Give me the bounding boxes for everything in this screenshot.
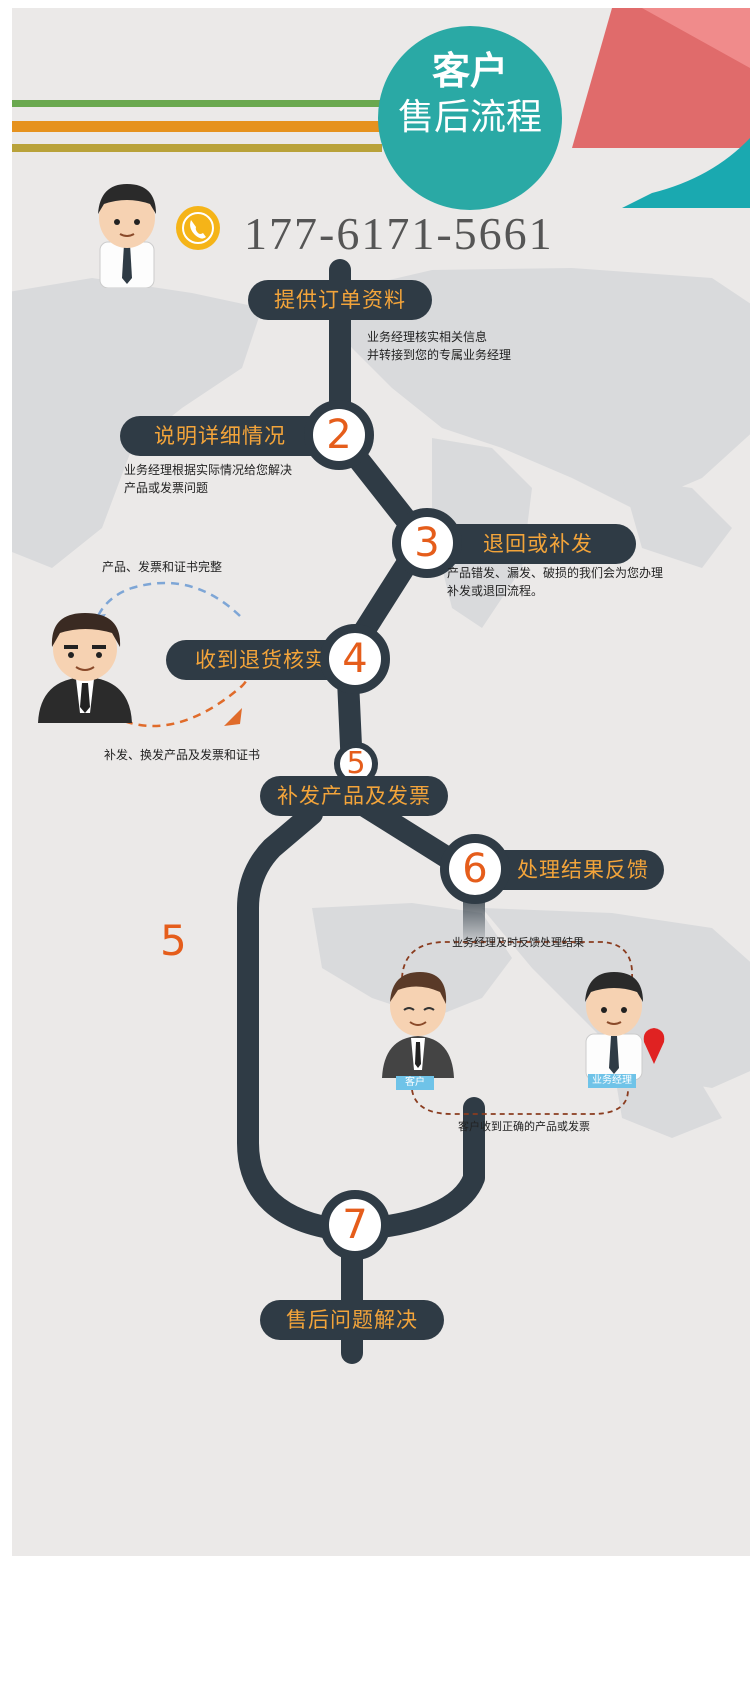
teal-wave <box>622 138 750 208</box>
olive-stripe <box>12 144 382 152</box>
customer-avatar-feedback <box>382 972 454 1078</box>
step-4-number: 4 <box>320 624 390 694</box>
step-3-note-line2: 补发或退回流程。 <box>447 584 544 598</box>
step-5-label: 补发产品及发票 <box>260 776 448 816</box>
step-1-note-line1: 业务经理核实相关信息 <box>367 330 488 344</box>
feedback-bottom-text: 客户收到正确的产品或发票 <box>458 1120 590 1133</box>
title-line1: 客户 <box>431 49 508 93</box>
phone-number[interactable]: 177-6171-5661 <box>244 208 554 259</box>
step-1-label: 提供订单资料 <box>248 280 432 320</box>
header-decoration <box>12 8 750 210</box>
loop-bottom-text: 补发、换发产品及发票和证书 <box>104 748 261 762</box>
step-2-note: 业务经理根据实际情况给您解决 产品或发票问题 <box>124 461 292 497</box>
step-2-note-line2: 产品或发票问题 <box>124 481 209 495</box>
step-7-number: 7 <box>320 1190 390 1260</box>
light-coral-triangle <box>642 8 750 68</box>
manager-avatar-top <box>98 184 156 288</box>
path-fade-bottom <box>463 1118 485 1178</box>
step-3-number: 3 <box>392 508 462 578</box>
phone-icon <box>176 206 220 250</box>
step-2-note-line1: 业务经理根据实际情况给您解决 <box>124 463 293 477</box>
step-2-label: 说明详细情况 <box>120 416 340 456</box>
path-left-loop <box>237 803 363 1241</box>
step-6-label: 处理结果反馈 <box>482 850 664 890</box>
title-circle <box>378 26 562 210</box>
stray-number: 5 <box>160 916 187 965</box>
world-map-background <box>12 268 750 1138</box>
manager-tag: 业务经理 <box>588 1074 636 1088</box>
step-1-note-line2: 并转接到您的专属业务经理 <box>367 348 512 362</box>
loop-top-text: 产品、发票和证书完整 <box>102 560 223 574</box>
poster: 客户 售后流程 177-6171-5661 <box>12 8 750 1556</box>
feedback-top-text: 业务经理及时反馈处理结果 <box>452 936 584 949</box>
step-7-label: 售后问题解决 <box>260 1300 444 1340</box>
customer-tag: 客户 <box>396 1076 434 1090</box>
green-stripe <box>12 100 382 107</box>
manager-avatar-feedback <box>585 972 643 1080</box>
feedback-dashed-loop <box>401 941 633 1115</box>
step-3-label: 退回或补发 <box>428 524 636 564</box>
map-continents <box>12 268 750 1138</box>
step-6-number: 6 <box>440 834 510 904</box>
location-pin-icon <box>643 1028 665 1064</box>
step-3-note: 产品错发、漏发、破损的我们会为您办理 补发或退回流程。 <box>447 564 663 600</box>
step-1-note: 业务经理核实相关信息 并转接到您的专属业务经理 <box>367 328 511 364</box>
title-line2: 售后流程 <box>397 97 542 138</box>
step-2-number: 2 <box>304 400 374 470</box>
orange-stripe <box>12 121 382 132</box>
step-3-note-line1: 产品错发、漏发、破损的我们会为您办理 <box>447 566 664 580</box>
customer-avatar-loop <box>38 613 132 723</box>
